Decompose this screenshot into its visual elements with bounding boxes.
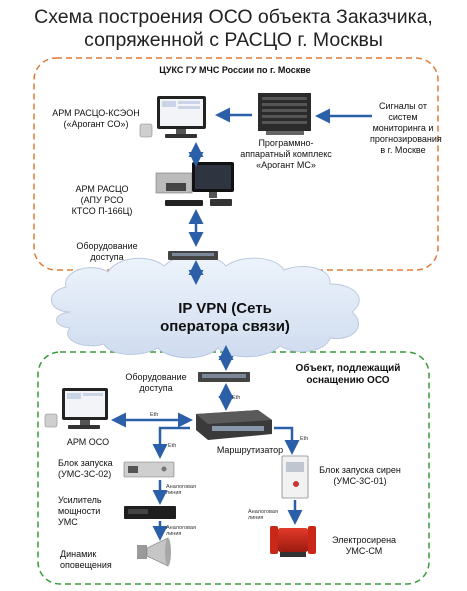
cloud-shape bbox=[50, 254, 360, 359]
top-equipment-label: Оборудование доступа bbox=[76, 241, 138, 262]
electric-siren-icon bbox=[270, 526, 316, 557]
siren-label: Электросирена УМС-СМ bbox=[331, 535, 397, 556]
top-access-switch-icon bbox=[168, 251, 218, 260]
signals-label: Сигналы от систем мониторинга и прогнози… bbox=[370, 101, 442, 155]
title-line-1: Схема построения ОСО объекта Заказчика, bbox=[34, 6, 433, 28]
arm-oso-computer-icon bbox=[44, 388, 108, 429]
speaker-icon bbox=[137, 537, 171, 567]
line-router-to-launch-block bbox=[152, 426, 190, 459]
arm-rasco-ksaon-computer-icon bbox=[139, 96, 206, 138]
amplifier-label: Усилитель мощности УМС bbox=[58, 495, 102, 527]
router-icon bbox=[196, 410, 272, 440]
launch-block-label: Блок запуска (УМС-3С-02) bbox=[58, 458, 113, 479]
top-zone-border bbox=[33, 57, 439, 271]
arm-rasco-ksaon-label: АРМ РАСЦО-КСЭОН («Арогант СО») bbox=[52, 108, 140, 129]
router-label: Маршрутизатор bbox=[216, 445, 284, 455]
analog-line-label-2: Аналоговая линия bbox=[166, 525, 196, 537]
speaker-label: Динамик оповещения bbox=[60, 549, 112, 570]
amplifier-icon bbox=[124, 506, 176, 519]
cloud-label: IP VPN (Сеть оператора связи) bbox=[160, 300, 290, 335]
complex-label: Программно- аппаратный комплекс «Арогант… bbox=[240, 138, 332, 170]
analog-line-label-1: Аналоговая линия bbox=[166, 484, 196, 496]
arm-rasco-label: АРМ РАСЦО (АПУ РСО КТСО П-166Ц) bbox=[71, 184, 133, 216]
siren-launch-block-icon bbox=[281, 455, 309, 499]
eth-label-siren: Eth bbox=[300, 436, 309, 442]
top-zone-header: ЦУКС ГУ МЧС России по г. Москве bbox=[159, 65, 311, 75]
siren-block-label: Блок запуска сирен (УМС-3С-01) bbox=[319, 465, 401, 486]
bottom-access-switch-icon bbox=[198, 372, 250, 382]
analog-line-label-3: Аналоговая линия bbox=[248, 509, 278, 521]
bottom-zone-header: Объект, подлежащий оснащению ОСО bbox=[295, 363, 401, 386]
eth-label-switch: Eth bbox=[232, 395, 241, 401]
launch-block-icon bbox=[123, 461, 175, 478]
bottom-equipment-label: Оборудование доступа bbox=[125, 372, 187, 393]
arm-rasco-workstation-icon bbox=[155, 162, 234, 206]
arm-oso-label: АРМ ОСО bbox=[66, 437, 110, 447]
complex-server-icon bbox=[258, 93, 311, 135]
title-line-2: сопряженной с РАСЦО г. Москвы bbox=[84, 29, 383, 51]
eth-label-arm: Eth bbox=[150, 412, 159, 418]
line-router-to-siren-block bbox=[274, 426, 300, 455]
eth-label-launch: Eth bbox=[168, 443, 177, 449]
